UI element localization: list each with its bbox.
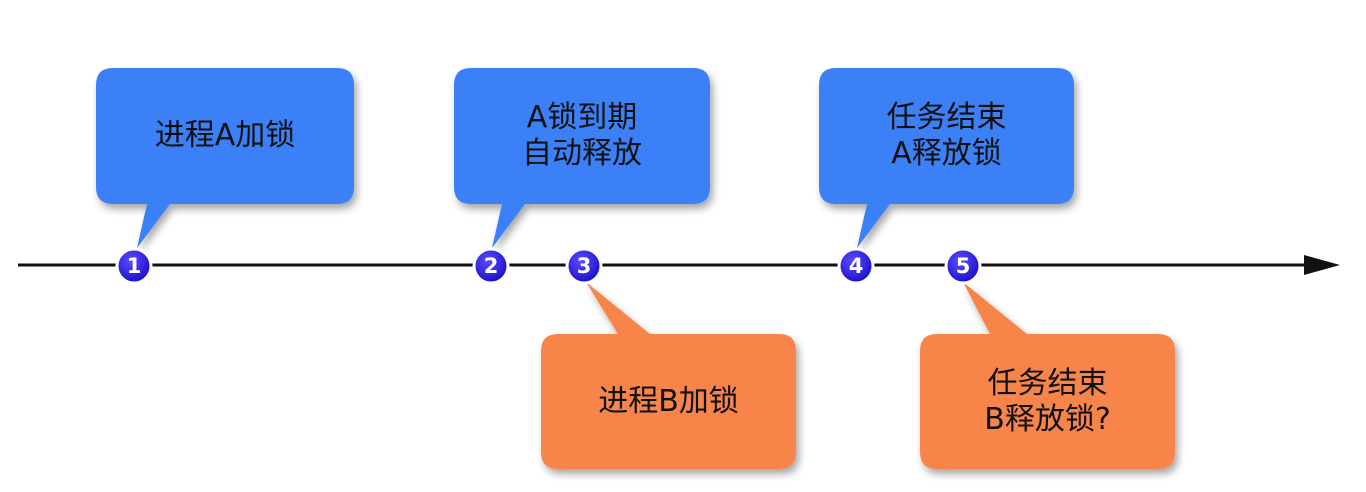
callout-5-line-1: 任务结束 bbox=[987, 365, 1108, 401]
marker-4-number: 4 bbox=[848, 254, 864, 278]
marker-5 bbox=[944, 247, 982, 285]
marker-5-number: 5 bbox=[955, 254, 971, 278]
callout-1-bubble bbox=[96, 68, 354, 248]
callout-4-line-1: 任务结束 bbox=[886, 100, 1007, 135]
marker-1 bbox=[115, 247, 153, 285]
callout-3-bubble bbox=[541, 282, 796, 469]
callout-2-bubble bbox=[454, 68, 710, 248]
callout-5-bubble bbox=[920, 282, 1175, 469]
callout-5-text: 任务结束 B释放锁? bbox=[920, 334, 1175, 469]
marker-4 bbox=[837, 247, 875, 285]
callout-5-line-2: B释放锁? bbox=[984, 401, 1111, 437]
callout-2-text: A锁到期 自动释放 bbox=[454, 68, 710, 204]
callout-4-bubble bbox=[819, 68, 1074, 248]
callout-1-line-1: 进程A加锁 bbox=[154, 118, 296, 153]
marker-3-number: 3 bbox=[576, 254, 592, 278]
marker-1-number: 1 bbox=[126, 254, 142, 278]
marker-3 bbox=[565, 247, 603, 285]
callout-3-line-1: 进程B加锁 bbox=[598, 383, 739, 419]
callout-2-line-1: A锁到期 bbox=[526, 100, 638, 135]
callout-4-text: 任务结束 A释放锁 bbox=[819, 68, 1074, 204]
callout-1-text: 进程A加锁 bbox=[96, 68, 354, 204]
marker-2 bbox=[472, 247, 510, 285]
callout-3-text: 进程B加锁 bbox=[541, 334, 796, 469]
callout-2-line-2: 自动释放 bbox=[522, 136, 642, 171]
marker-2-number: 2 bbox=[483, 254, 499, 278]
callout-4-line-2: A释放锁 bbox=[891, 136, 1002, 171]
timeline-arrowhead bbox=[1304, 255, 1340, 275]
